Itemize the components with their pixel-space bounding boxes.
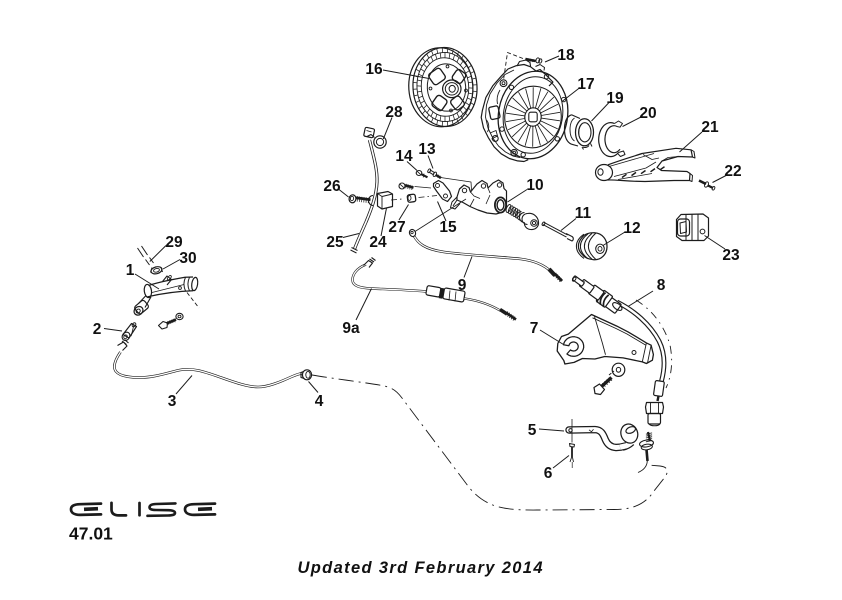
svg-text:9: 9 — [458, 277, 467, 294]
svg-text:1: 1 — [126, 262, 135, 279]
svg-text:27: 27 — [388, 219, 405, 236]
svg-text:28: 28 — [385, 104, 403, 121]
svg-text:24: 24 — [369, 234, 387, 251]
svg-text:16: 16 — [365, 61, 383, 78]
svg-text:5: 5 — [528, 422, 537, 439]
svg-text:25: 25 — [326, 234, 344, 251]
svg-text:12: 12 — [623, 220, 640, 237]
svg-text:20: 20 — [639, 105, 656, 122]
svg-text:18: 18 — [557, 47, 575, 64]
svg-text:2: 2 — [93, 321, 102, 338]
svg-text:10: 10 — [526, 177, 543, 194]
svg-text:22: 22 — [724, 163, 741, 180]
svg-text:4: 4 — [315, 393, 324, 410]
svg-text:15: 15 — [439, 219, 457, 236]
svg-text:19: 19 — [606, 90, 624, 107]
svg-text:47.01: 47.01 — [69, 524, 113, 544]
svg-text:26: 26 — [323, 178, 341, 195]
svg-text:Updated 3rd February 2014: Updated 3rd February 2014 — [298, 559, 543, 577]
svg-text:23: 23 — [722, 247, 740, 264]
svg-text:3: 3 — [168, 393, 177, 410]
svg-text:29: 29 — [165, 234, 183, 251]
svg-text:8: 8 — [657, 277, 666, 294]
svg-text:14: 14 — [395, 148, 413, 165]
svg-text:9a: 9a — [342, 320, 360, 337]
svg-text:11: 11 — [575, 205, 592, 222]
svg-text:13: 13 — [418, 141, 436, 158]
svg-text:7: 7 — [530, 320, 539, 337]
svg-text:17: 17 — [577, 76, 594, 93]
svg-text:30: 30 — [179, 250, 196, 267]
svg-text:21: 21 — [701, 119, 719, 136]
svg-text:6: 6 — [544, 465, 553, 482]
